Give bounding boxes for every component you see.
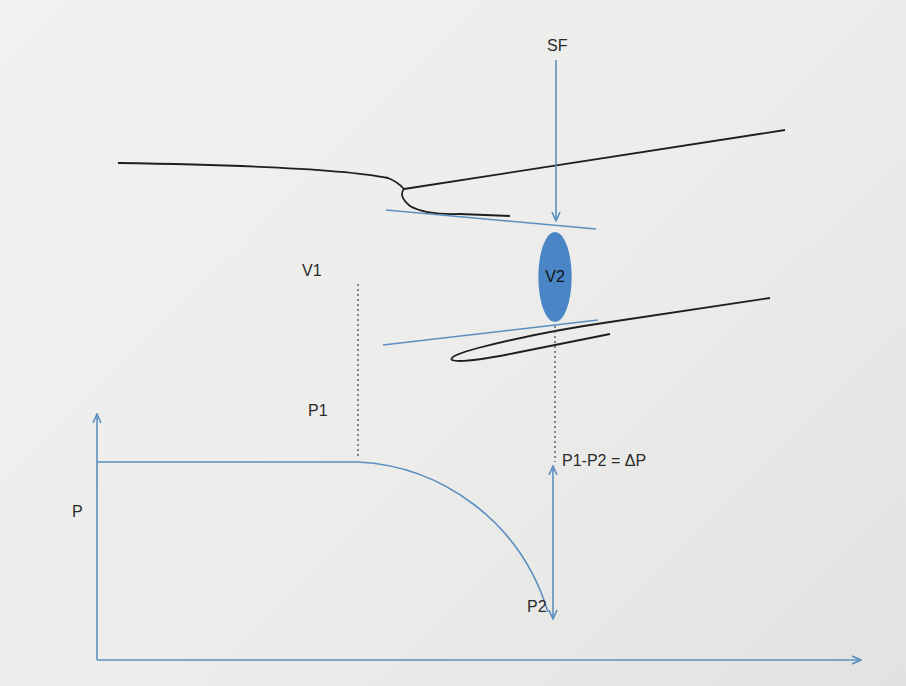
lower-fold [452,298,770,361]
pressure-drop-label: P1-P2 = ΔP [562,452,646,470]
y-axis [96,415,98,660]
velocity-label: V1 [302,262,322,280]
upper-fold-lip [402,189,510,216]
x-axis [97,659,860,661]
upper-fold [404,130,785,189]
upper-fold [118,163,404,189]
dotted-guide [357,284,358,458]
pressure-drop-arrow [552,467,554,618]
force-arrow [555,60,557,220]
dotted-guide [554,326,555,462]
velocity-ellipse: V2 [538,231,572,323]
fold-tangent [383,320,598,345]
pressure-label: P1 [308,402,328,420]
axis-label: P [72,503,83,521]
fold-tangent [386,210,596,229]
velocity-text: V2 [545,268,565,286]
pressure-label: P2 [527,598,547,616]
force-label: SF [547,37,567,55]
pressure-curve [97,462,548,612]
